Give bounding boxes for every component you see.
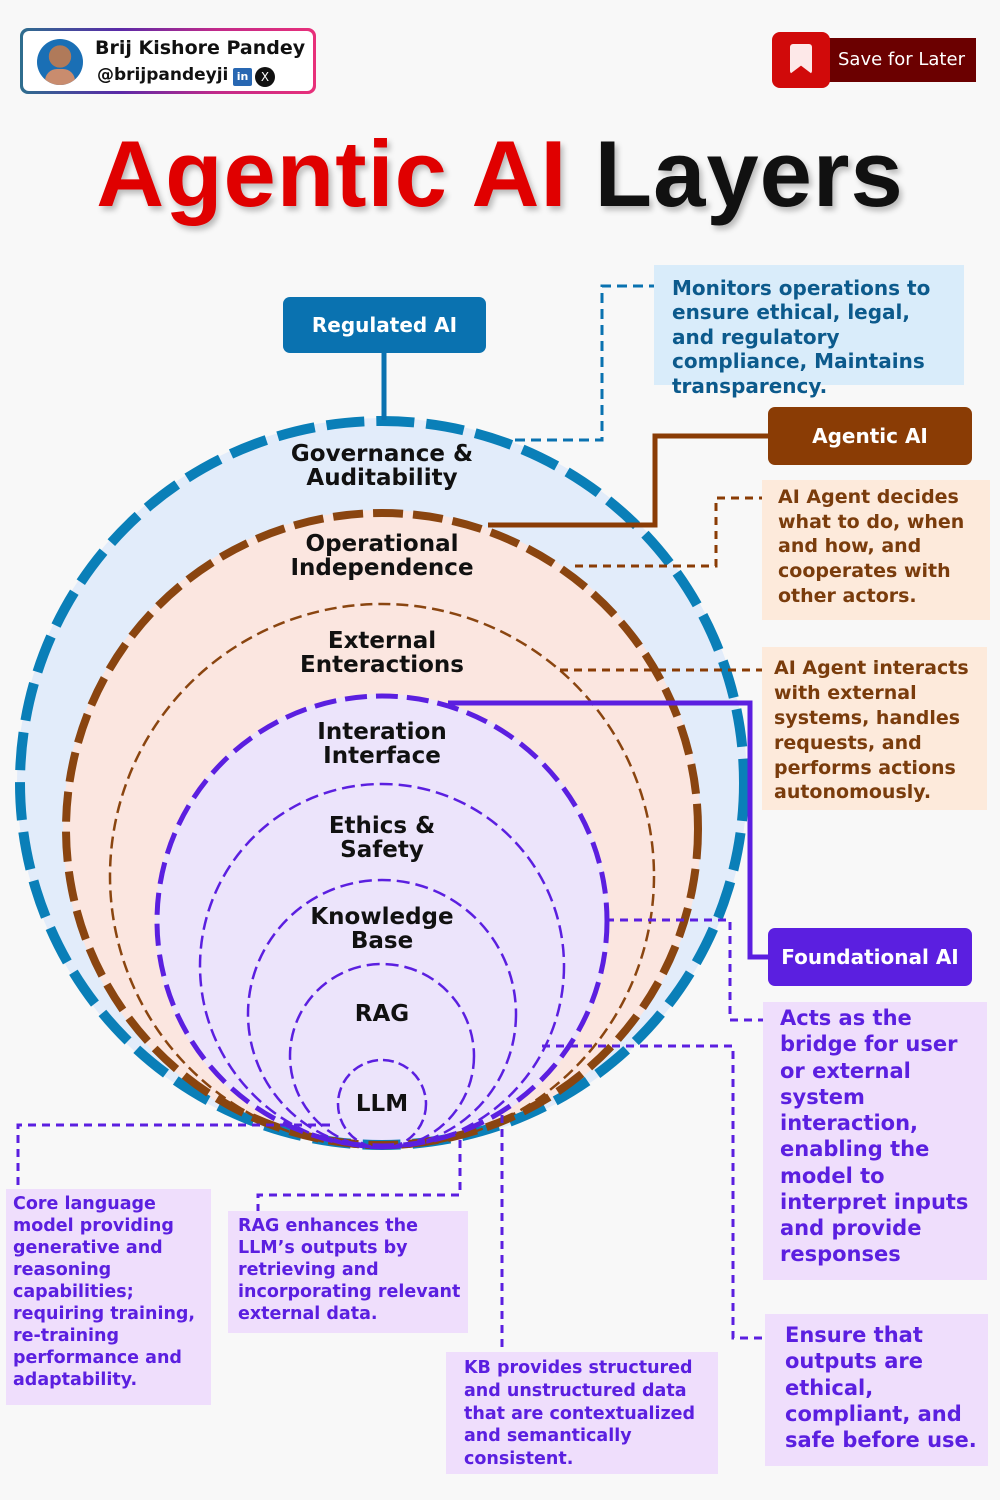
layer-label-kb: Knowledge Base [310, 904, 454, 955]
desc-external: AI Agent interacts with external systems… [762, 647, 987, 810]
connector-rag-desc [256, 1140, 462, 1212]
ring-llm [336, 1058, 428, 1150]
connector-interface-desc [606, 918, 765, 1022]
layer-label-operational: Operational Independence [290, 531, 474, 582]
connector-llm-desc [16, 1123, 330, 1190]
save-for-later-button[interactable]: Save for Later [772, 32, 976, 88]
tag-agentic-ai: Agentic AI [768, 407, 972, 465]
desc-rag: RAG enhances the LLM’s outputs by retrie… [228, 1211, 468, 1333]
layer-label-rag: RAG [354, 1001, 410, 1027]
author-handle: @brijpandeyji [97, 65, 229, 85]
ring-external [108, 602, 656, 1150]
tag-regulated-ai: Regulated AI [283, 297, 486, 353]
layer-label-governance: Governance & Auditability [290, 441, 474, 492]
author-name: Brij Kishore Pandey [95, 37, 306, 59]
desc-llm: Core language model providing generative… [6, 1189, 211, 1405]
desc-governance: Monitors operations to ensure ethical, l… [654, 265, 964, 398]
connector-foundational [448, 700, 772, 960]
layer-label-llm: LLM [355, 1091, 409, 1117]
layer-label-ethics: Ethics & Safety [328, 813, 436, 864]
connector-operational-desc [575, 496, 762, 568]
connector-ethics-desc [542, 1044, 765, 1340]
desc-ethics: Ensure that outputs are ethical, complia… [765, 1314, 988, 1466]
bookmark-icon-box [772, 32, 830, 88]
author-badge: Brij Kishore Pandey @brijpandeyji in X [20, 28, 316, 94]
tag-foundational-ai: Foundational AI [768, 928, 972, 986]
connector-agentic [488, 433, 770, 528]
connector-governance-desc [515, 284, 655, 442]
save-label: Save for Later [812, 38, 976, 82]
ring-fill-interface [155, 694, 609, 1148]
linkedin-icon[interactable]: in [233, 68, 252, 86]
title-part-2: Layers [594, 121, 904, 226]
x-icon[interactable]: X [255, 67, 275, 87]
desc-operational: AI Agent decides what to do, when and ho… [762, 480, 990, 620]
bookmark-icon [790, 44, 812, 74]
avatar [37, 39, 83, 85]
page-title: Agentic AI Layers [0, 120, 1000, 228]
title-part-1: Agentic AI [96, 121, 568, 226]
layer-label-external: External Enteractions [300, 628, 464, 679]
layer-label-interface: Interation Interface [317, 719, 447, 770]
desc-interface: Acts as the bridge for user or external … [763, 1002, 987, 1280]
desc-kb: KB provides structured and unstructured … [446, 1352, 718, 1474]
